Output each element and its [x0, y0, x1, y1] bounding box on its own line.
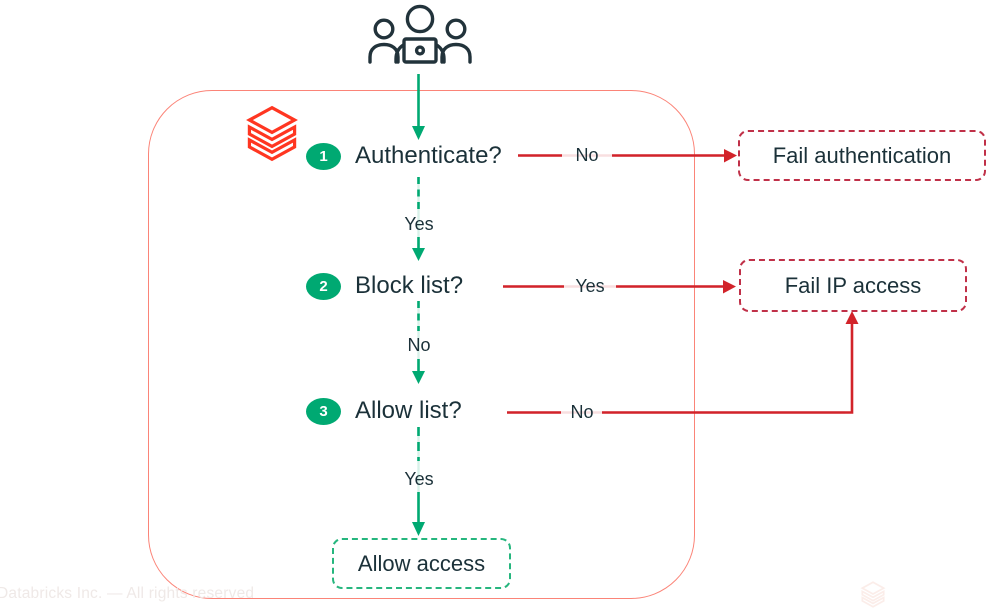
step-authenticate: 1 Authenticate?: [306, 142, 502, 170]
step-label: Allow list?: [355, 397, 462, 424]
edge-label-auth-yes: Yes: [404, 214, 434, 234]
edge-label-block-yes: Yes: [575, 276, 605, 296]
outcome-fail-ip-access: Fail IP access: [739, 259, 967, 312]
edge-label-allow-yes: Yes: [404, 469, 434, 489]
edge-label-auth-no: No: [575, 145, 599, 165]
edge-label-allow-no: No: [570, 402, 594, 422]
outcome-label: Fail authentication: [772, 142, 952, 168]
step-block-list: 2 Block list?: [306, 272, 463, 300]
users-laptop-icon: [368, 4, 472, 64]
outcome-label: Fail IP access: [784, 272, 922, 298]
security-boundary-frame: [148, 90, 695, 599]
edge-label-block-no: No: [407, 335, 431, 355]
outcome-label: Allow access: [357, 550, 486, 576]
outcome-fail-authentication: Fail authentication: [738, 130, 986, 181]
step-number-badge: 2: [306, 272, 341, 300]
databricks-logo-icon: [246, 105, 298, 162]
outcome-allow-access: Allow access: [332, 538, 511, 589]
step-allow-list: 3 Allow list?: [306, 397, 462, 425]
copyright-note: Databricks Inc. — All rights reserved: [0, 585, 255, 602]
step-number-badge: 3: [306, 397, 341, 425]
step-number-badge: 1: [306, 142, 341, 170]
step-label: Authenticate?: [355, 142, 502, 169]
databricks-watermark-icon: [860, 581, 886, 608]
step-label: Block list?: [355, 272, 464, 299]
